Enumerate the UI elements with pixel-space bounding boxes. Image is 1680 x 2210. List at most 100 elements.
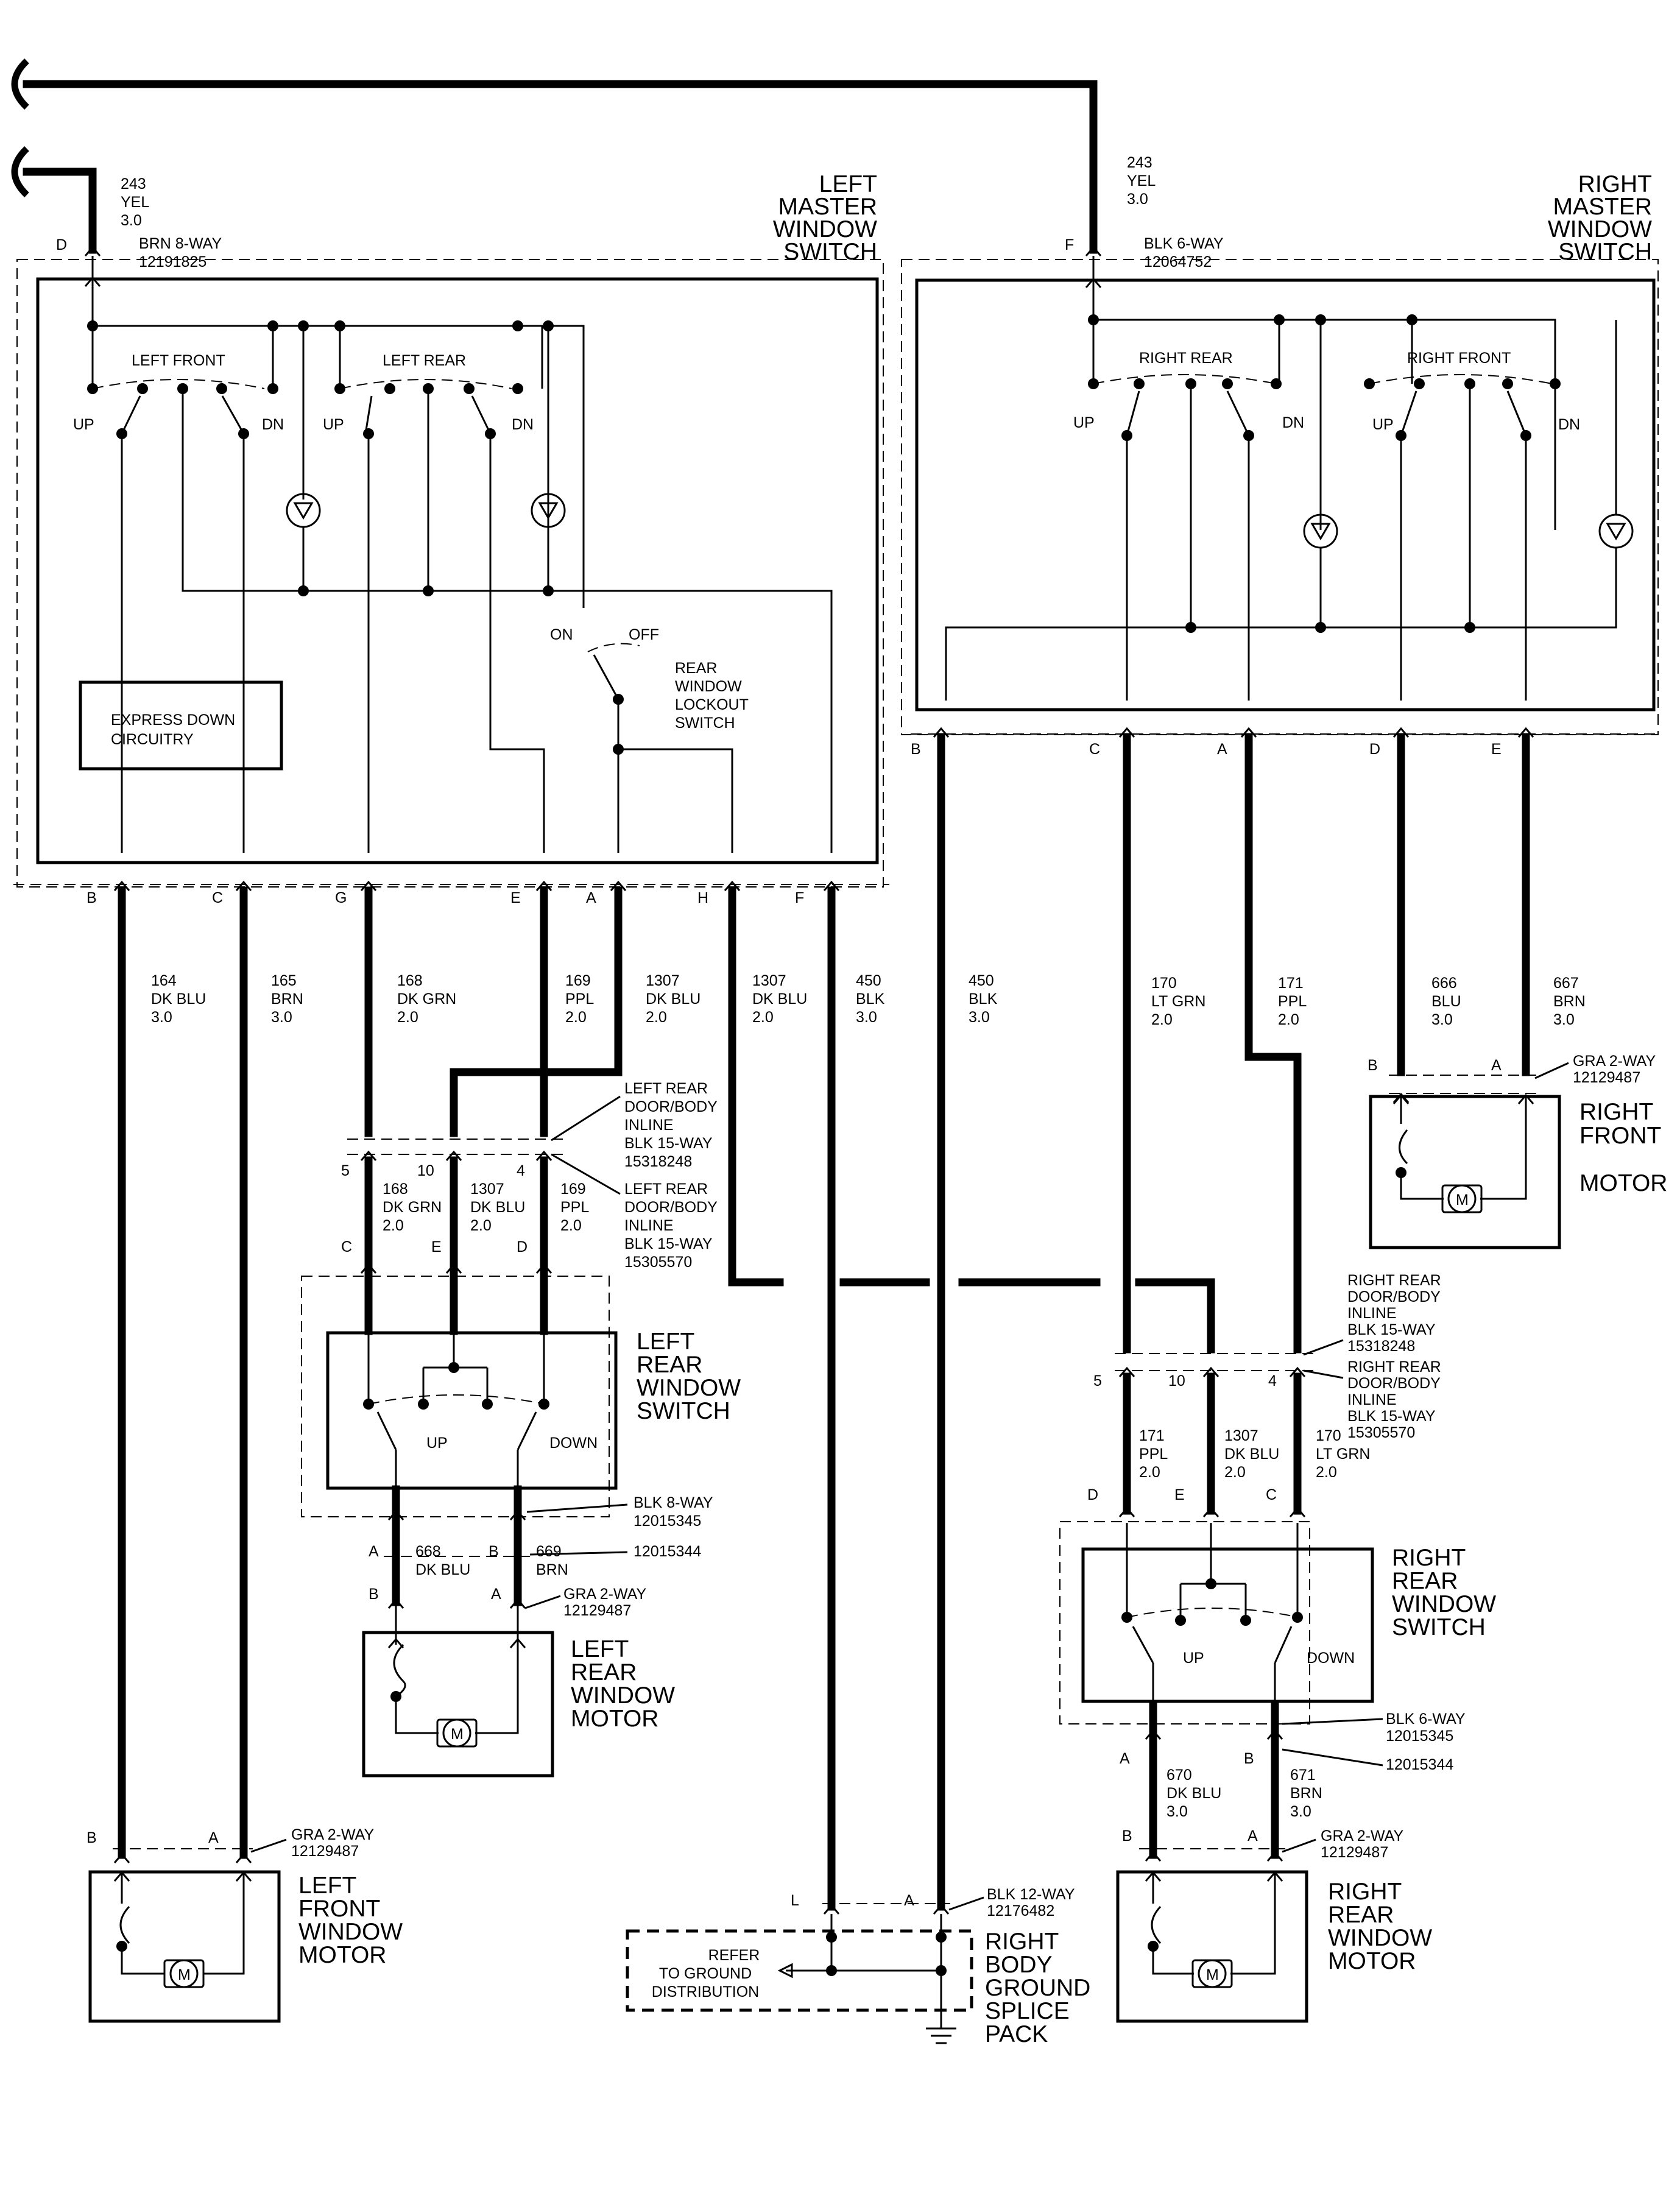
svg-text:3.0: 3.0 [1166, 1803, 1188, 1820]
svg-text:3.0: 3.0 [1553, 1011, 1575, 1028]
svg-text:2.0: 2.0 [470, 1217, 492, 1234]
lmws-title-1: LEFT [819, 171, 877, 197]
svg-text:C: C [341, 1238, 352, 1255]
rmws-title-4: SWITCH [1558, 239, 1652, 265]
rmws-title-1: RIGHT [1578, 171, 1652, 197]
svg-text:PPL: PPL [560, 1199, 589, 1216]
svg-text:DK BLU: DK BLU [752, 990, 807, 1008]
rmws-pin-b: B [911, 741, 921, 758]
svg-text:BRN: BRN [1553, 993, 1586, 1010]
svg-text:REAR: REAR [571, 1659, 637, 1686]
ground-splice-pack [626, 1903, 973, 2044]
svg-text:171: 171 [1139, 1427, 1165, 1444]
lmws-title-3: WINDOW [773, 216, 877, 242]
svg-text:WINDOW: WINDOW [1328, 1925, 1432, 1951]
svg-text:B: B [1122, 1827, 1132, 1845]
svg-text:3.0: 3.0 [856, 1009, 877, 1026]
svg-text:MOTOR: MOTOR [571, 1706, 658, 1732]
harness-wires [13, 727, 1658, 1911]
rmws-conn-2: 12064752 [1144, 253, 1212, 270]
svg-text:PACK: PACK [985, 2021, 1048, 2047]
right-master-window-switch [901, 256, 1659, 735]
lmws-up-1: UP [73, 416, 94, 433]
svg-text:L: L [791, 1892, 799, 1909]
svg-text:REFER: REFER [708, 1947, 760, 1964]
lmws-title-2: MASTER [778, 194, 877, 220]
rmws-dn-2: DN [1558, 416, 1580, 433]
lmws-dn-2: DN [512, 416, 534, 433]
rmws-pin: F [1065, 236, 1074, 253]
svg-text:E: E [1174, 1486, 1185, 1503]
svg-text:168: 168 [397, 972, 423, 989]
svg-text:GRA 2-WAY: GRA 2-WAY [291, 1826, 374, 1843]
svg-text:WINDOW: WINDOW [637, 1375, 741, 1401]
svg-text:667: 667 [1553, 975, 1579, 992]
svg-text:DK BLU: DK BLU [1166, 1785, 1221, 1802]
svg-text:171: 171 [1278, 975, 1304, 992]
svg-text:RIGHT: RIGHT [1579, 1099, 1653, 1125]
rmws-feed-2: YEL [1127, 172, 1156, 189]
svg-text:1307: 1307 [646, 972, 680, 989]
svg-text:2.0: 2.0 [1139, 1464, 1160, 1481]
svg-text:RIGHT: RIGHT [985, 1929, 1059, 1955]
svg-text:671: 671 [1290, 1767, 1316, 1784]
lmws-feed-2: YEL [121, 194, 149, 211]
rmws-right-front: RIGHT FRONT [1407, 350, 1511, 367]
svg-text:INLINE: INLINE [624, 1217, 674, 1234]
svg-text:5: 5 [1093, 1372, 1102, 1389]
svg-text:MOTOR: MOTOR [1328, 1948, 1416, 1974]
svg-text:SWITCH: SWITCH [1392, 1614, 1486, 1640]
svg-text:3.0: 3.0 [151, 1009, 172, 1026]
svg-text:BLK: BLK [969, 990, 998, 1008]
lmws-pin-b: B [86, 889, 97, 906]
svg-text:4: 4 [1268, 1372, 1277, 1389]
rmws-dn-1: DN [1282, 414, 1304, 431]
svg-text:LEFT REAR: LEFT REAR [624, 1080, 708, 1097]
svg-text:3.0: 3.0 [969, 1009, 990, 1026]
svg-text:BODY: BODY [985, 1952, 1053, 1978]
svg-text:3.0: 3.0 [1290, 1803, 1311, 1820]
svg-text:2.0: 2.0 [397, 1009, 418, 1026]
svg-text:GROUND: GROUND [985, 1975, 1090, 2001]
rmws-up-1: UP [1073, 414, 1095, 431]
left-master-window-switch [16, 256, 884, 888]
svg-text:SPLICE: SPLICE [985, 1998, 1070, 2024]
svg-text:DK BLU: DK BLU [1224, 1446, 1279, 1463]
lmws-pin-e: E [510, 889, 521, 906]
lockout-on: ON [550, 626, 573, 643]
svg-text:12015344: 12015344 [634, 1543, 701, 1560]
svg-text:165: 165 [271, 972, 297, 989]
svg-text:REAR: REAR [637, 1352, 702, 1378]
svg-text:BLK 15-WAY: BLK 15-WAY [624, 1135, 713, 1152]
right-rear-switch-area [1059, 1353, 1374, 1862]
svg-text:PPL: PPL [1139, 1446, 1168, 1463]
left-rear-switch-area [301, 1139, 618, 1778]
rmws-right-rear: RIGHT REAR [1139, 350, 1233, 367]
svg-text:DOWN: DOWN [1307, 1650, 1355, 1667]
svg-text:164: 164 [151, 972, 177, 989]
svg-text:10: 10 [417, 1162, 434, 1179]
lockout-off: OFF [629, 626, 659, 643]
svg-text:C: C [1266, 1486, 1277, 1503]
svg-text:5: 5 [341, 1162, 350, 1179]
svg-text:BLK: BLK [856, 990, 885, 1008]
rmws-title-3: WINDOW [1548, 216, 1652, 242]
lockout-1: REAR [675, 660, 717, 677]
svg-text:2.0: 2.0 [1224, 1464, 1246, 1481]
svg-text:DOOR/BODY: DOOR/BODY [1347, 1288, 1441, 1305]
svg-text:BLU: BLU [1431, 993, 1461, 1010]
